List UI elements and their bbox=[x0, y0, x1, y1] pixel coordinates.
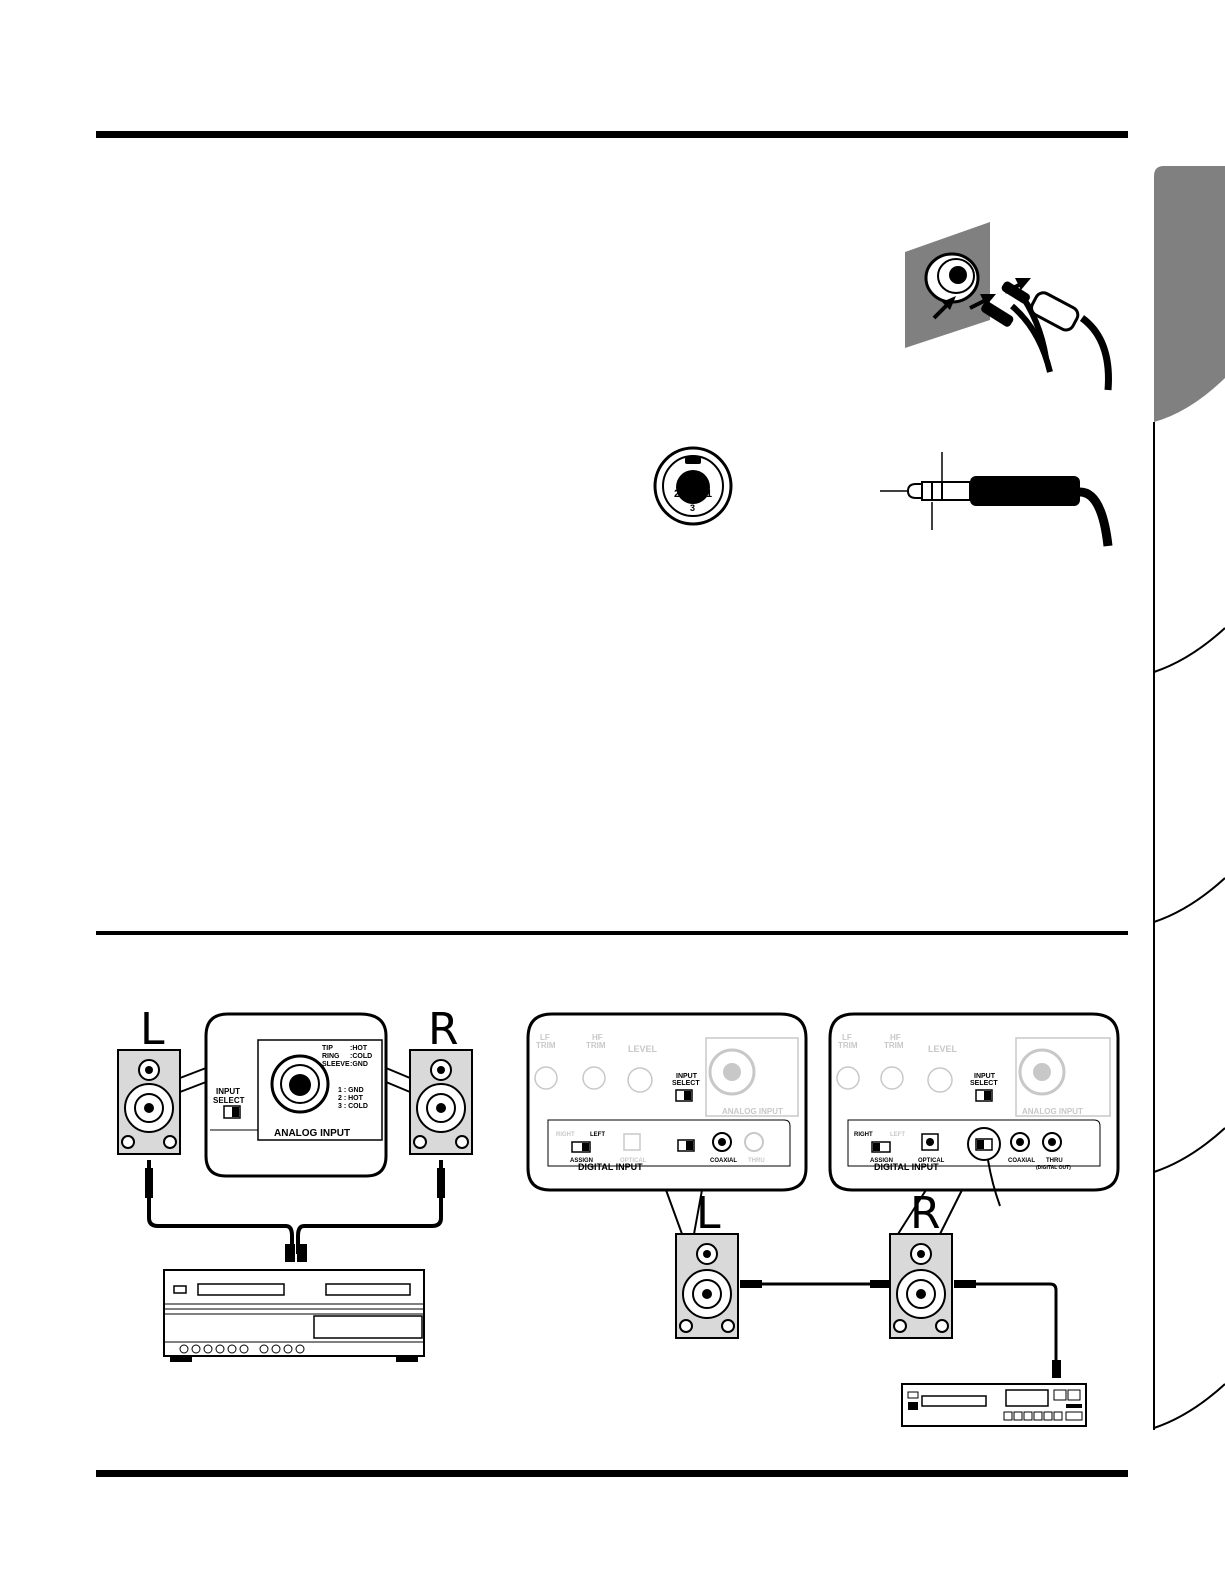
speaker-right bbox=[409, 1049, 473, 1155]
left-speaker-label: L bbox=[140, 1008, 165, 1055]
right-digital-input: DIGITAL INPUT bbox=[874, 1162, 939, 1172]
xlr-pin-2: 2 bbox=[674, 488, 680, 500]
section-tab-4[interactable] bbox=[1153, 1127, 1225, 1173]
top-rule bbox=[96, 131, 1128, 138]
right-coaxial: COAXIAL bbox=[1008, 1158, 1035, 1164]
xlr-2: 2 : HOT bbox=[338, 1095, 364, 1102]
middle-rule bbox=[96, 931, 1128, 935]
right-left-option: LEFT bbox=[890, 1132, 905, 1138]
highlight-circle bbox=[967, 1127, 1001, 1161]
left-assign: ASSIGN bbox=[570, 1158, 593, 1164]
pinout-tip: TIP bbox=[322, 1045, 333, 1052]
xlr-1: 1 : GND bbox=[338, 1087, 364, 1094]
left-level: LEVEL bbox=[628, 1044, 658, 1054]
pinout-sleeve-value: :GND bbox=[350, 1061, 368, 1068]
section-tab-5[interactable] bbox=[1153, 1383, 1225, 1429]
right-right-option: RIGHT bbox=[854, 1132, 873, 1138]
digital-left-label: L bbox=[696, 1188, 721, 1239]
digital-source-player bbox=[901, 1383, 1087, 1427]
analog-input-label: ANALOG INPUT bbox=[274, 1128, 350, 1139]
combo-jack-pinout: 2 1 3 bbox=[653, 446, 733, 526]
speaker-left bbox=[117, 1049, 181, 1155]
digital-right-label: R bbox=[910, 1188, 941, 1239]
section-tab-2[interactable] bbox=[1153, 627, 1225, 673]
analog-connection-diagram: L R TIP RING SLEEVE :HOT :COLD :GND 1 : … bbox=[117, 1008, 473, 1362]
pinout-tip-value: :HOT bbox=[350, 1045, 368, 1052]
pinout-sleeve: SLEEVE bbox=[322, 1061, 350, 1068]
plug-insertion-illustration bbox=[905, 222, 1112, 391]
trs-phone-plug bbox=[880, 452, 1113, 547]
digital-speaker-left bbox=[675, 1233, 739, 1339]
xlr-pin-1: 1 bbox=[706, 488, 712, 500]
right-speaker-label: R bbox=[428, 1008, 459, 1055]
left-analog-input: ANALOG INPUT bbox=[722, 1107, 783, 1116]
right-digital-out: (DIGITAL OUT) bbox=[1036, 1165, 1071, 1171]
source-player bbox=[163, 1269, 425, 1362]
right-assign: ASSIGN bbox=[870, 1158, 893, 1164]
left-coaxial: COAXIAL bbox=[710, 1158, 737, 1164]
active-section-tab[interactable] bbox=[1154, 166, 1225, 422]
xlr-pin-3: 3 bbox=[690, 503, 695, 513]
left-digital-input: DIGITAL INPUT bbox=[578, 1162, 643, 1172]
digital-speaker-right bbox=[889, 1233, 953, 1339]
left-optical: OPTICAL bbox=[620, 1158, 647, 1164]
left-right-option: RIGHT bbox=[556, 1132, 575, 1138]
right-thru: THRU bbox=[1046, 1158, 1063, 1164]
section-tabs bbox=[1153, 166, 1225, 1430]
left-assign-switch[interactable] bbox=[571, 1141, 591, 1153]
section-tab-3[interactable] bbox=[1153, 877, 1225, 923]
pinout-ring-value: :COLD bbox=[350, 1053, 372, 1060]
right-optical: OPTICAL bbox=[918, 1158, 945, 1164]
right-assign-switch[interactable] bbox=[871, 1141, 891, 1153]
bottom-rule bbox=[96, 1470, 1128, 1477]
left-thru: THRU bbox=[748, 1158, 765, 1164]
left-left-option: LEFT bbox=[590, 1132, 605, 1138]
right-analog-input: ANALOG INPUT bbox=[1022, 1107, 1083, 1116]
right-level: LEVEL bbox=[928, 1044, 958, 1054]
pinout-ring: RING bbox=[322, 1053, 340, 1060]
xlr-3: 3 : COLD bbox=[338, 1103, 368, 1110]
